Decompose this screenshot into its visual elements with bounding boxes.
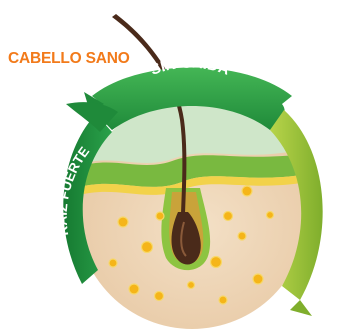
nutrient-dots (108, 185, 275, 305)
headline-cabello-sano: CABELLO SANO (8, 50, 130, 67)
band-sin-caida: SIN CAÍDA (84, 55, 292, 130)
hair-strand (112, 14, 201, 265)
